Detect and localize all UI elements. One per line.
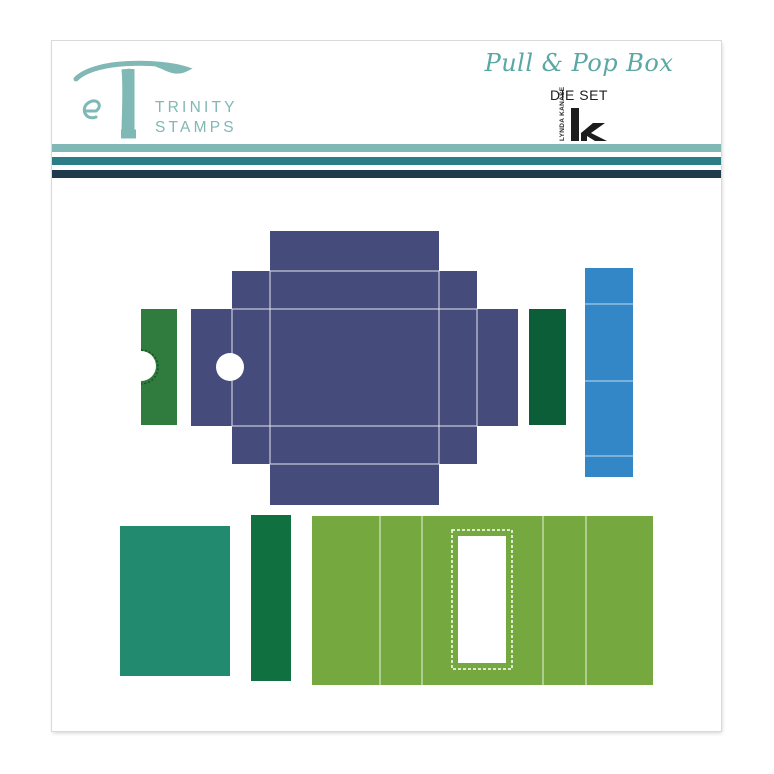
stripe-light — [52, 144, 721, 152]
window-dashed-outline — [451, 529, 513, 670]
designer-logo: LYNDA KANASE — [557, 87, 627, 143]
brand-logo: T TRINITY STAMPS — [66, 51, 276, 151]
top-right-corner-flap — [439, 271, 477, 309]
bottom-left-corner-flap — [232, 426, 270, 464]
top-side-panel — [270, 271, 439, 309]
window-opening — [458, 536, 506, 663]
end-strip-die — [529, 309, 566, 425]
bottom-flap — [270, 464, 439, 505]
stripe-mid — [52, 157, 721, 165]
bottom-right-corner-flap — [439, 426, 477, 464]
panel-die — [120, 526, 230, 676]
trinity-monogram-icon: T — [73, 60, 193, 139]
slim-strip-die — [251, 515, 291, 681]
product-title: Pull & Pop Box — [484, 49, 674, 77]
top-flap — [270, 231, 439, 271]
finger-hole — [216, 353, 244, 381]
center-panel — [191, 309, 518, 426]
brand-name-line1: TRINITY — [155, 99, 238, 116]
bottom-side-panel — [270, 426, 439, 464]
product-subtitle: DIE SET — [550, 87, 608, 103]
brand-name-line2: STAMPS — [155, 119, 237, 136]
header-stripes — [52, 144, 721, 182]
top-left-corner-flap — [232, 271, 270, 309]
lk-logo-icon — [571, 108, 607, 141]
stripe-dark — [52, 170, 721, 178]
brand-name: TRINITY STAMPS — [155, 98, 238, 138]
pull-tab-die — [140, 309, 177, 425]
tall-strip-die — [585, 268, 633, 477]
box-score-lines — [231, 270, 478, 465]
window-wrap-die — [312, 516, 653, 685]
product-heading: Pull & Pop Box DIE SET LYNDA KANASE — [459, 49, 699, 149]
box-base-die — [191, 231, 518, 505]
